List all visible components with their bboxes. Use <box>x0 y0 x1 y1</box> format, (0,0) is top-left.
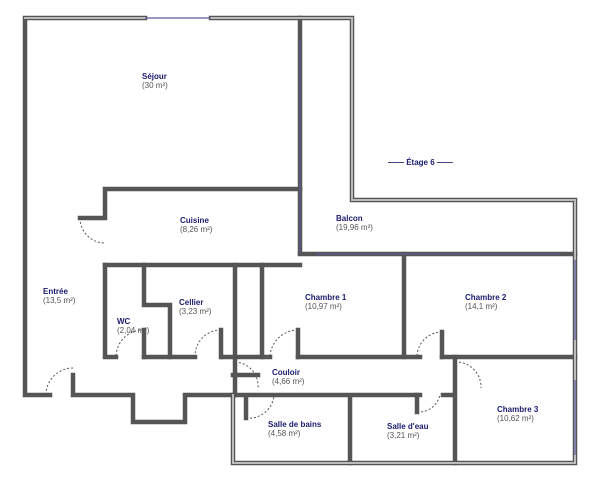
room-cuisine: Cuisine(8,26 m²) <box>180 216 212 234</box>
room-cellier: Cellier(3,23 m²) <box>179 298 211 316</box>
room-name: WC <box>117 317 131 326</box>
room-balcon: Balcon(19,96 m²) <box>336 214 373 232</box>
room-chambre-1: Chambre 1(10,97 m²) <box>305 293 346 311</box>
room-area: (3,21 m²) <box>387 431 420 440</box>
room-name: Chambre 2 <box>465 293 507 302</box>
floor-label: —— Étage 6 —— <box>388 158 453 167</box>
room-area: (4,66 m²) <box>272 377 305 386</box>
room-name: Salle d'eau <box>387 422 429 431</box>
room-salle-de-bains: Salle de bains(4,58 m²) <box>268 420 321 438</box>
room-name: Chambre 3 <box>497 405 539 414</box>
room-name: Chambre 1 <box>305 293 347 302</box>
room-area: (19,96 m²) <box>336 223 373 232</box>
room-area: (10,97 m²) <box>305 302 342 311</box>
room-entree: Entrée(13,5 m²) <box>43 287 75 305</box>
room-wc: WC(2,04 m²) <box>117 317 149 335</box>
windows <box>145 17 576 455</box>
room-name: Couloir <box>272 368 300 377</box>
room-chambre-3: Chambre 3(10,62 m²) <box>497 405 538 423</box>
room-name: Entrée <box>43 287 68 296</box>
room-area: (8,26 m²) <box>180 225 213 234</box>
room-name: Cuisine <box>180 216 209 225</box>
room-name: Balcon <box>336 214 363 223</box>
room-name: Cellier <box>179 298 204 307</box>
room-name: Salle de bains <box>268 420 322 429</box>
room-area: (13,5 m²) <box>43 296 76 305</box>
room-sejour: Séjour(30 m²) <box>142 72 168 90</box>
room-area: (10,62 m²) <box>497 414 534 423</box>
room-salle-d-eau: Salle d'eau(3,21 m²) <box>387 422 428 440</box>
doors <box>45 217 482 419</box>
room-name: Séjour <box>142 72 167 81</box>
room-couloir: Couloir(4,66 m²) <box>272 368 304 386</box>
room-area: (2,04 m²) <box>117 326 150 335</box>
room-area: (14,1 m²) <box>465 302 498 311</box>
room-chambre-2: Chambre 2(14,1 m²) <box>465 293 506 311</box>
room-area: (30 m²) <box>142 81 168 90</box>
room-area: (3,23 m²) <box>179 307 212 316</box>
room-area: (4,58 m²) <box>268 429 301 438</box>
